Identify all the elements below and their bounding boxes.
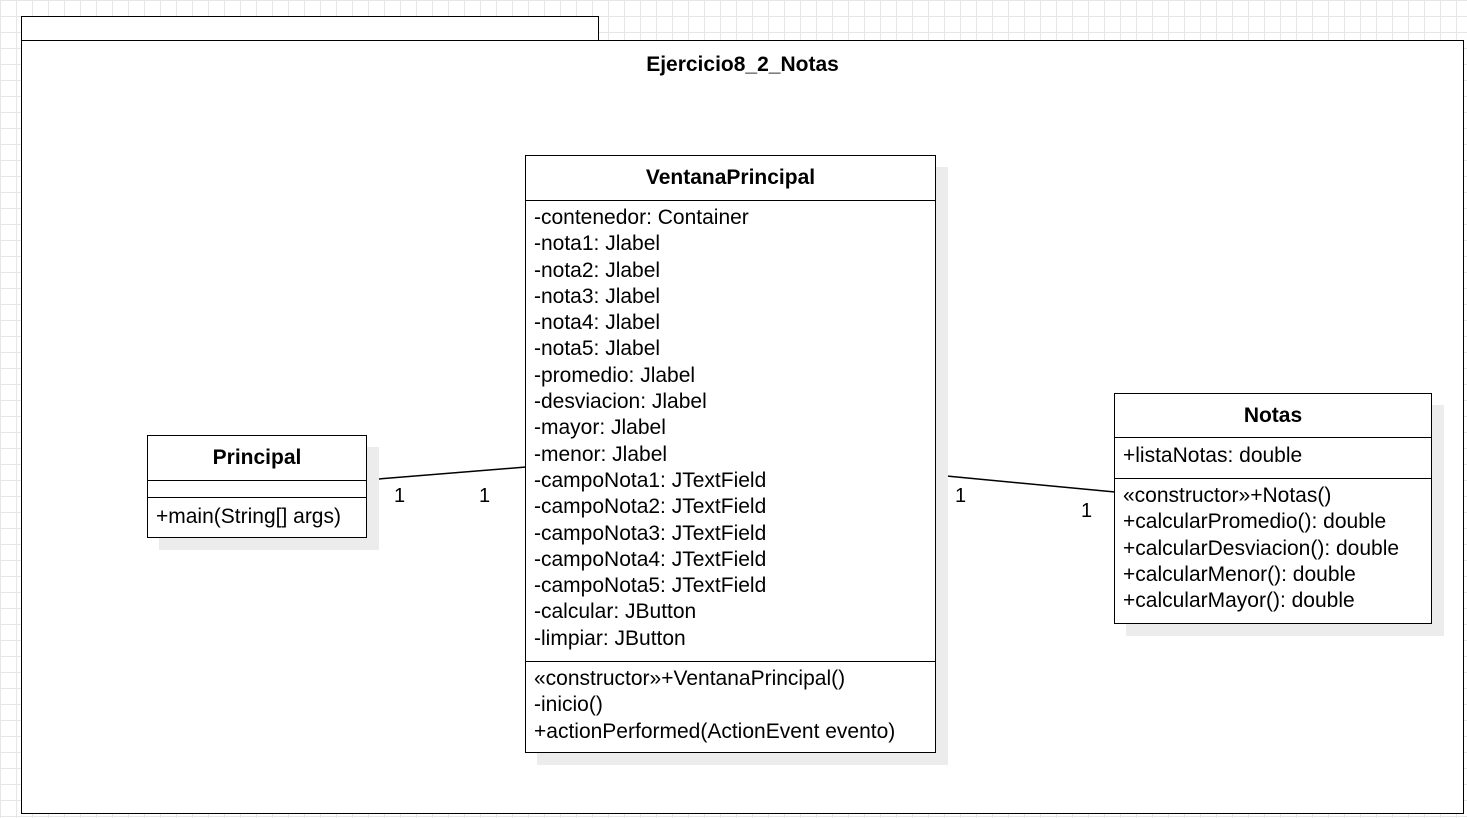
attribute-row: -campoNota4: JTextField bbox=[534, 547, 767, 571]
operation-row: +main(String[] args) bbox=[156, 505, 341, 528]
attribute-row: -contenedor: Container bbox=[534, 206, 749, 229]
operations-section: «constructor»+VentanaPrincipal() -inicio… bbox=[526, 662, 935, 745]
attribute-row: -campoNota3: JTextField bbox=[534, 521, 767, 545]
attributes-section: +listaNotas: double bbox=[1115, 438, 1431, 479]
operation-row: «constructor»+Notas() bbox=[1123, 484, 1332, 507]
operations-section: +main(String[] args) bbox=[148, 498, 366, 530]
multiplicity-notas-end: 1 bbox=[1081, 500, 1093, 522]
attribute-row: -desviacion: Jlabel bbox=[534, 390, 707, 414]
operation-row: +calcularMenor(): double bbox=[1123, 562, 1356, 586]
operation-row: +calcularMayor(): double bbox=[1123, 589, 1355, 613]
operation-row: -inicio() bbox=[534, 693, 603, 717]
attribute-row: -nota4: Jlabel bbox=[534, 311, 661, 335]
attribute-row: -nota2: Jlabel bbox=[534, 258, 661, 282]
operations-section: «constructor»+Notas() +calcularPromedio(… bbox=[1115, 479, 1431, 614]
multiplicity-ventana-right-end: 1 bbox=[955, 485, 967, 507]
association-ventana-notas bbox=[935, 474, 1116, 493]
multiplicity-ventana-left-end: 1 bbox=[479, 485, 491, 507]
class-name: Principal bbox=[148, 436, 366, 481]
class-ventana-principal[interactable]: VentanaPrincipal -contenedor: Container … bbox=[525, 155, 936, 753]
attributes-section bbox=[148, 481, 366, 498]
operation-row: «constructor»+VentanaPrincipal() bbox=[534, 667, 846, 690]
package-tab bbox=[21, 16, 599, 41]
attribute-row: -calcular: JButton bbox=[534, 600, 697, 624]
class-principal[interactable]: Principal +main(String[] args) bbox=[147, 435, 367, 538]
operation-row: +actionPerformed(ActionEvent evento) bbox=[534, 719, 896, 743]
operation-row: +calcularPromedio(): double bbox=[1123, 510, 1387, 534]
attribute-row: -nota5: Jlabel bbox=[534, 337, 661, 361]
package-title: Ejercicio8_2_Notas bbox=[646, 53, 839, 76]
class-notas[interactable]: Notas +listaNotas: double «constructor»+… bbox=[1114, 393, 1432, 624]
attribute-row: -nota3: Jlabel bbox=[534, 284, 661, 308]
attribute-row: -limpiar: JButton bbox=[534, 626, 686, 650]
attribute-row: -campoNota1: JTextField bbox=[534, 468, 767, 492]
attributes-section: -contenedor: Container -nota1: Jlabel -n… bbox=[526, 201, 935, 662]
multiplicity-principal-end: 1 bbox=[394, 485, 406, 507]
association-principal-ventana bbox=[365, 466, 527, 481]
attribute-row: -campoNota5: JTextField bbox=[534, 574, 767, 598]
operation-row: +calcularDesviacion(): double bbox=[1123, 536, 1400, 560]
attribute-row: +listaNotas: double bbox=[1123, 444, 1303, 467]
attribute-row: -nota1: Jlabel bbox=[534, 232, 661, 256]
attribute-row: -promedio: Jlabel bbox=[534, 363, 696, 387]
attribute-row: -campoNota2: JTextField bbox=[534, 495, 767, 519]
attribute-row: -menor: Jlabel bbox=[534, 442, 668, 466]
class-name: VentanaPrincipal bbox=[526, 156, 935, 201]
attribute-row: -mayor: Jlabel bbox=[534, 416, 666, 440]
class-name: Notas bbox=[1115, 394, 1431, 438]
